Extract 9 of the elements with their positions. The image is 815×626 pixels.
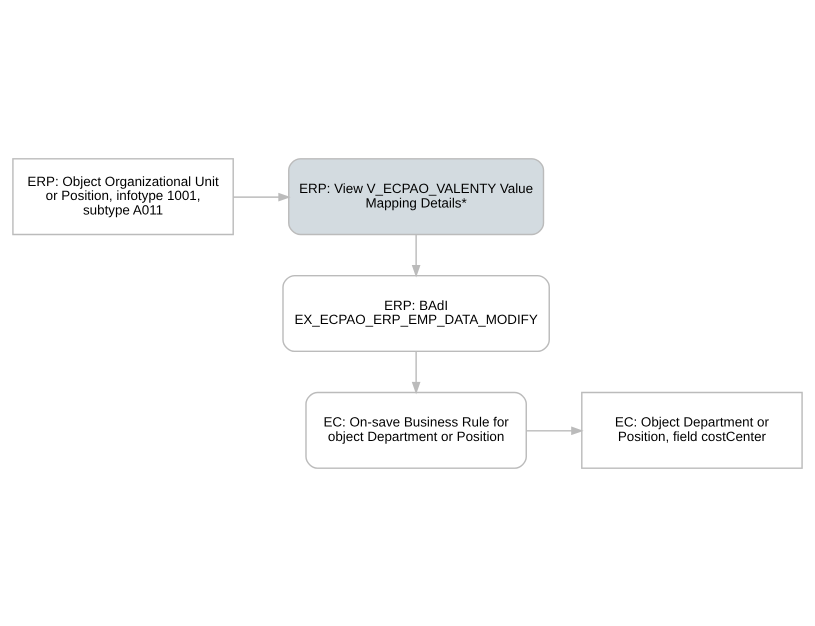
node-box: ERP: BAdI EX_ECPAO_ERP_EMP_DATA_MODIFY (282, 274, 550, 352)
arrow (526, 426, 584, 435)
node-box: EC: On-save Business Rule for object Department or Position (305, 391, 527, 468)
node-box: ERP: View V_ECPAO_VALENTY Value Mapping Details* (288, 158, 544, 235)
arrow (412, 234, 420, 278)
node-box: ERP: Object Organizational Unit or Position, infotype 1001, subtype A011 (12, 158, 234, 235)
arrow (412, 350, 420, 394)
arrow (233, 192, 291, 201)
node-box: EC: Object Department or Position, field costCenter (581, 391, 803, 468)
